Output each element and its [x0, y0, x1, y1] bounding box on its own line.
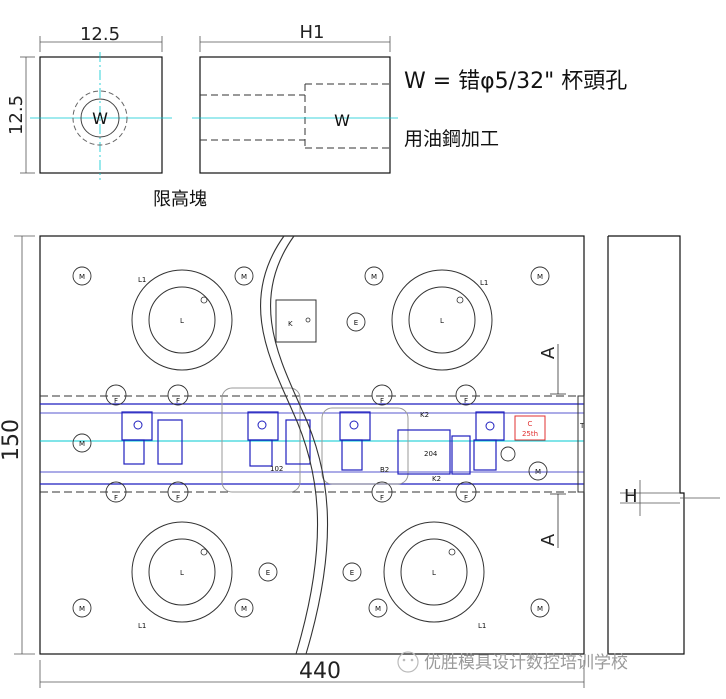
m-label-2: M	[241, 273, 247, 281]
part-number-102: 102	[270, 465, 283, 473]
f-label-8: F	[464, 494, 468, 502]
plate-width-dimension: 440	[299, 659, 341, 684]
width-dimension-h1: H1	[300, 22, 325, 43]
cavity-label-bottom-left: L	[180, 569, 184, 577]
note-material: 用油鋼加工	[404, 128, 499, 150]
f-label-7: F	[380, 494, 384, 502]
side-step-dimension-h: H	[624, 486, 638, 507]
l1-label-bottom-right: L1	[478, 622, 486, 630]
m-label-5: M	[79, 440, 85, 448]
width-dimension-12-5: 12.5	[80, 24, 120, 45]
pocket-mark-w: W	[334, 111, 350, 130]
m-label-1: M	[79, 273, 85, 281]
section-marker-a-top: A	[538, 346, 559, 359]
main-plate-view: 150 440 L L L L L1 L1 L1 L1	[0, 235, 585, 688]
m-label-8: M	[241, 605, 247, 613]
f-holes	[105, 384, 477, 503]
red-box-label-top: C	[528, 420, 533, 428]
k2-label-bottom: K2	[432, 475, 441, 483]
m-label-10: M	[537, 605, 543, 613]
slider-components	[121, 411, 505, 475]
m-label-6: M	[535, 468, 541, 476]
e-label-2: E	[266, 569, 270, 577]
l1-label-bottom-left: L1	[138, 622, 146, 630]
f-label-6: F	[176, 494, 180, 502]
watermark: 优胜模具设计数控培训学校	[397, 651, 628, 673]
m-label-7: M	[79, 605, 85, 613]
height-block-caption: 限高塊	[153, 189, 207, 210]
e-label-3: E	[350, 569, 354, 577]
e-label-1: E	[354, 319, 358, 327]
side-view: H	[607, 235, 720, 655]
red-box-label-bottom: 25th	[522, 430, 538, 438]
k-block-label: K	[288, 320, 293, 328]
cavity-label-bottom-right: L	[432, 569, 436, 577]
counterbore-mark-w: W	[92, 109, 108, 128]
watermark-text: 优胜模具设计数控培训学校	[424, 653, 628, 673]
note-counterbore: W = 错φ5/32" 杯頭孔	[404, 69, 627, 94]
l1-label-top-right: L1	[480, 279, 488, 287]
t-label: T	[579, 422, 585, 430]
m-label-3: M	[371, 273, 377, 281]
height-block-side-view: H1 W	[192, 22, 398, 174]
height-block-front-view: 12.5 12.5 W 限高塊	[6, 24, 207, 210]
f-label-4: F	[464, 397, 468, 405]
m-screw-holes	[72, 266, 550, 618]
cavity-label-top-right: L	[440, 317, 444, 325]
l1-label-top-left: L1	[138, 276, 146, 284]
k2-label-top: K2	[420, 411, 429, 419]
plate-height-dimension: 150	[0, 419, 24, 461]
f-label-1: F	[114, 397, 118, 405]
cavity-label-top-left: L	[180, 317, 184, 325]
f-label-3: F	[380, 397, 384, 405]
b2-label: B2	[380, 466, 389, 474]
f-label-2: F	[176, 397, 180, 405]
part-number-204: 204	[424, 450, 438, 458]
wechat-icon	[397, 651, 419, 673]
section-marker-a-bottom: A	[538, 533, 559, 546]
f-label-5: F	[114, 494, 118, 502]
m-label-4: M	[537, 273, 543, 281]
height-dimension-12-5: 12.5	[6, 95, 27, 135]
m-label-9: M	[375, 605, 381, 613]
